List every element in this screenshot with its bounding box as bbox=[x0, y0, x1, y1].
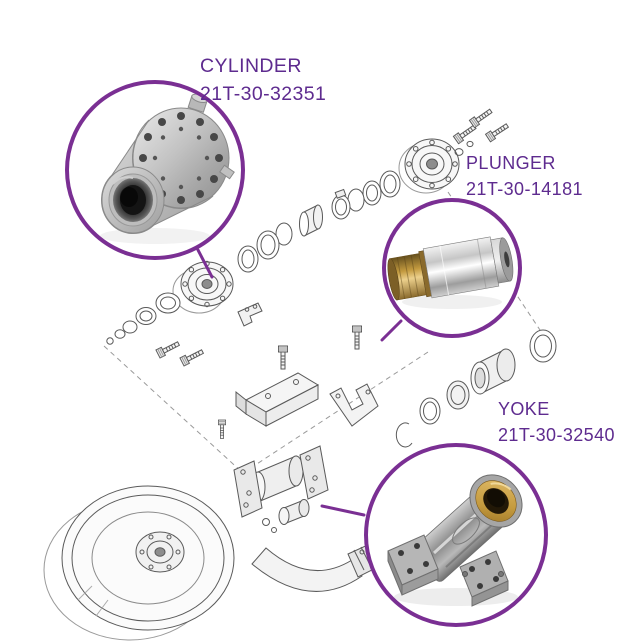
u-bracket-part bbox=[329, 383, 379, 427]
plunger-sleeve-parts bbox=[395, 329, 557, 448]
leader-lines bbox=[196, 248, 403, 517]
idler-drum-part bbox=[43, 485, 235, 641]
yoke-photo bbox=[387, 474, 523, 607]
yoke-label: YOKE 21T-30-32540 bbox=[498, 396, 615, 448]
plunger-label: PLUNGER 21T-30-14181 bbox=[466, 150, 583, 202]
cylinder-photo bbox=[100, 93, 235, 244]
plunger-photo bbox=[387, 236, 514, 309]
leader-line-cylinder bbox=[196, 248, 214, 279]
yoke-part-name: YOKE bbox=[498, 399, 550, 419]
cylinder-part-name: CYLINDER bbox=[200, 55, 302, 77]
leader-line-yoke bbox=[320, 504, 366, 517]
cylinder-photo-circle bbox=[65, 80, 245, 260]
cylinder-part-number: 21T-30-32351 bbox=[200, 83, 327, 106]
seal-ring-chain bbox=[237, 170, 401, 273]
yoke-photo-circle bbox=[364, 443, 548, 627]
flanged-hub-part bbox=[398, 138, 474, 194]
cylinder-part-in-drawing bbox=[172, 260, 234, 314]
mount-plate-part bbox=[235, 372, 320, 427]
plunger-photo-circle bbox=[382, 198, 522, 338]
yoke-part-number: 21T-30-32540 bbox=[498, 425, 615, 446]
left-ring-chain bbox=[106, 292, 181, 345]
leader-line-plunger bbox=[380, 319, 403, 342]
angle-bracket-part bbox=[237, 302, 263, 327]
line-art bbox=[43, 106, 557, 641]
plunger-part-number: 21T-30-14181 bbox=[466, 179, 583, 200]
curved-arm-part bbox=[251, 542, 383, 592]
plunger-part-name: PLUNGER bbox=[466, 153, 556, 173]
yoke-part-in-drawing bbox=[233, 445, 329, 533]
cylinder-label: CYLINDER 21T-30-32351 bbox=[200, 52, 326, 109]
